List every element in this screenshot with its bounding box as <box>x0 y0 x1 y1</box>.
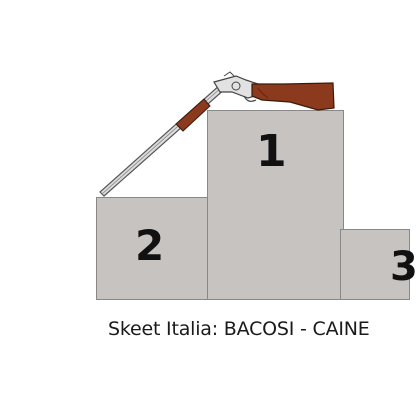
caption-text: Skeet Italia: BACOSI - CAINE <box>108 318 370 340</box>
first-place-number: 1 <box>256 126 287 177</box>
podium-first-place <box>207 110 344 300</box>
shotgun-stock <box>251 82 335 111</box>
shotgun-forend <box>175 98 211 132</box>
second-place-number: 2 <box>135 221 165 270</box>
podium-scene: 1 2 3 Skeet Italia: BACOSI - CAINE <box>96 71 418 340</box>
third-place-number: 3 <box>390 244 418 290</box>
podium-second-place <box>96 197 212 300</box>
shotgun-receiver <box>213 71 263 102</box>
podium-third-place <box>340 229 410 300</box>
